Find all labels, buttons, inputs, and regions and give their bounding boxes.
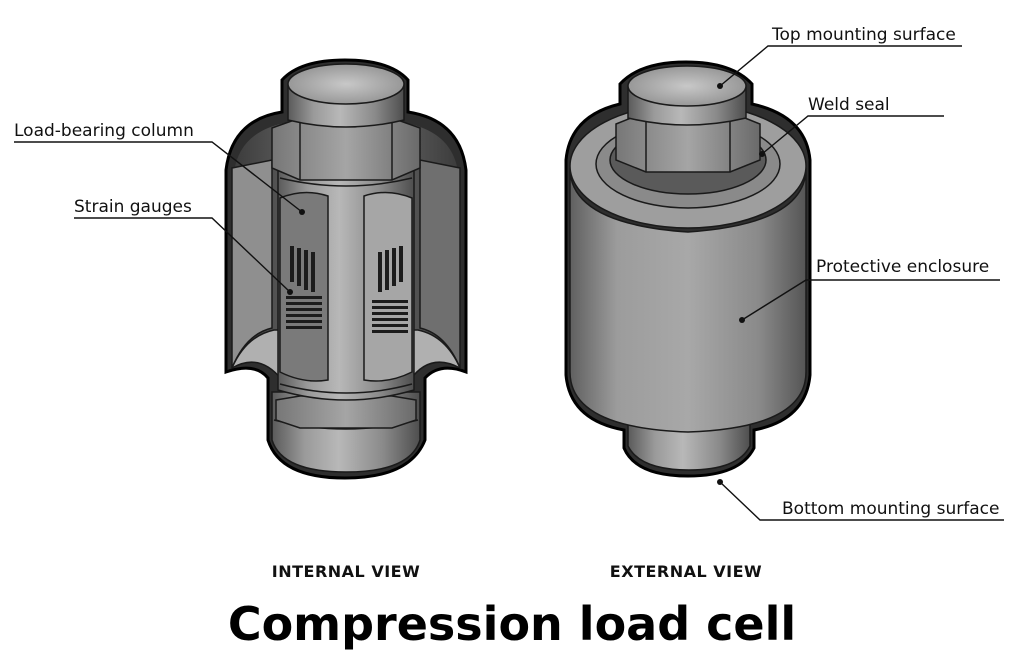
leader-weld-seal xyxy=(761,115,944,155)
leader-dot-weld-seal xyxy=(759,151,765,157)
label-protective-enclosure: Protective enclosure xyxy=(816,257,989,277)
label-top-mounting-surface: Top mounting surface xyxy=(771,25,956,45)
leader-load-bearing-column xyxy=(14,141,303,213)
leader-bottom-mounting-surface xyxy=(719,481,1004,521)
leader-strain-gauges xyxy=(74,217,291,293)
external-view-drawing xyxy=(564,60,812,478)
strain-gauge-right xyxy=(372,246,408,333)
column-groove-bottom xyxy=(279,383,413,394)
leader-protective-enclosure xyxy=(741,279,1000,321)
internal-view-drawing xyxy=(224,58,468,480)
leader-lines xyxy=(14,45,1004,521)
diagram-title: Compression load cell xyxy=(228,597,796,651)
internal-base-hex xyxy=(275,395,417,429)
leader-top-mounting-surface xyxy=(719,45,962,87)
label-weld-seal: Weld seal xyxy=(808,95,890,115)
label-strain-gauges: Strain gauges xyxy=(74,197,192,217)
leader-dot-strain-gauges xyxy=(287,289,293,295)
label-load-bearing-column: Load-bearing column xyxy=(14,121,194,141)
external-top-face xyxy=(627,65,747,107)
strain-gauge-left xyxy=(286,246,322,329)
leader-dot-protective-enclosure xyxy=(739,317,745,323)
label-external-view: EXTERNAL VIEW xyxy=(610,562,762,581)
protective-enclosure-body xyxy=(569,167,807,433)
label-bottom-mounting-surface: Bottom mounting surface xyxy=(782,499,999,519)
leader-dot-bottom-mounting-surface xyxy=(717,479,723,485)
column-groove-top xyxy=(279,177,413,187)
label-internal-view: INTERNAL VIEW xyxy=(272,562,420,581)
internal-top-face xyxy=(287,63,405,105)
external-bottom-foot xyxy=(627,419,751,471)
leader-dot-load-bearing-column xyxy=(299,209,305,215)
leader-dot-top-mounting-surface xyxy=(717,83,723,89)
